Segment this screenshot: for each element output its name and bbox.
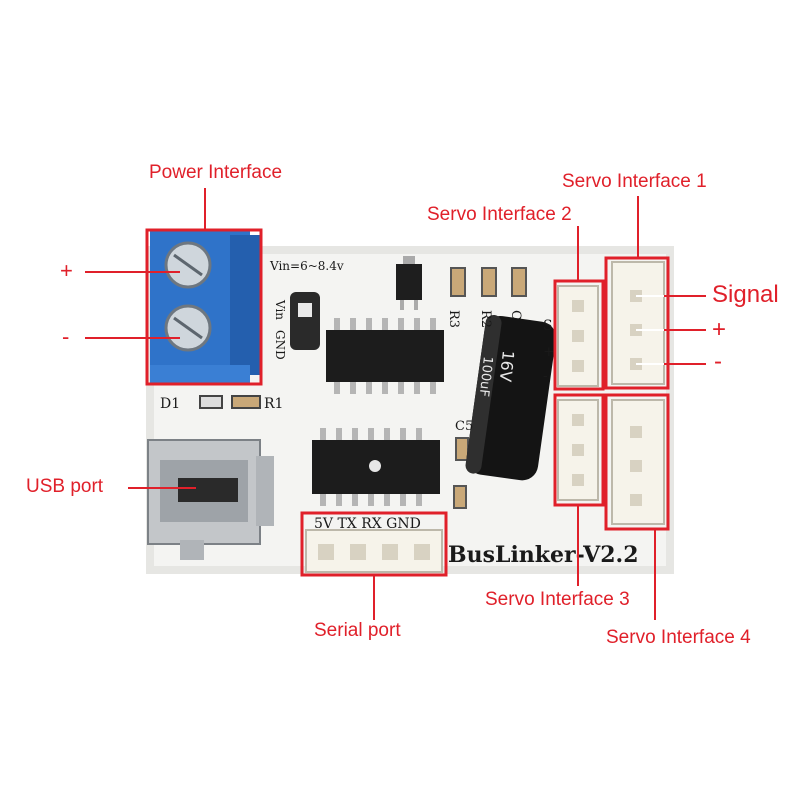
silk-r2: R2 [478, 310, 493, 328]
silk-r3: R3 [446, 310, 461, 328]
smd-resistor-r2 [481, 267, 497, 297]
usb-port-label: USB port [26, 476, 104, 497]
serial-port-label: Serial port [314, 620, 401, 641]
silk-r1: R1 [264, 396, 283, 412]
silk-vin-range: Vin=6~8.4v [269, 259, 344, 273]
smd-led-d1 [199, 395, 223, 409]
smd-capacitor-c6 [453, 485, 467, 509]
servo-interface-3-label: Servo Interface 3 [485, 589, 630, 610]
silk-servo-plus: + [543, 344, 555, 360]
ic-chip-upper [326, 318, 444, 394]
servo-interface-1-label: Servo Interface 1 [562, 171, 707, 192]
power-plus-label: + [60, 258, 73, 283]
silk-gnd: GND [273, 330, 287, 360]
usb-port [147, 439, 274, 560]
power-terminal-block [150, 230, 260, 383]
smd-resistor-r1 [231, 395, 261, 409]
silk-cap-voltage: 16V [496, 350, 518, 383]
servo-header-1 [611, 261, 665, 385]
servo-header-3 [557, 399, 599, 501]
servo-minus-label: - [714, 348, 722, 375]
signal-label: Signal [712, 281, 779, 308]
servo-interface-2-label: Servo Interface 2 [427, 204, 572, 225]
silk-vin: Vin [273, 299, 287, 320]
silk-servo-minus: - [543, 368, 548, 384]
servo-header-2 [557, 285, 599, 387]
servo-header-4 [611, 399, 665, 525]
voltage-regulator [396, 256, 422, 310]
silk-d1: D1 [160, 396, 180, 412]
smd-capacitor-c [511, 267, 527, 297]
silk-model: BusLinker-V2.2 [448, 542, 639, 568]
servo-plus-label: + [712, 316, 727, 343]
silk-serial-pins: 5V TX RX GND [314, 516, 421, 532]
servo-interface-4-box [604, 393, 670, 531]
smd-capacitor-c5 [455, 437, 469, 461]
silk-servo-s: S [543, 318, 553, 334]
smd-resistor-r3 [450, 267, 466, 297]
ic-chip-lower [312, 428, 440, 506]
power-interface-label: Power Interface [149, 162, 283, 183]
silk-c5: C5 [455, 419, 473, 434]
power-switch [290, 292, 320, 350]
silk-cap-value: 100uF [476, 356, 495, 398]
silk-c: C [508, 310, 523, 320]
power-minus-label: - [62, 324, 70, 349]
electrolytic-capacitor [465, 314, 556, 481]
servo-interface-4-label: Servo Interface 4 [606, 627, 751, 648]
serial-port-header [305, 529, 443, 573]
